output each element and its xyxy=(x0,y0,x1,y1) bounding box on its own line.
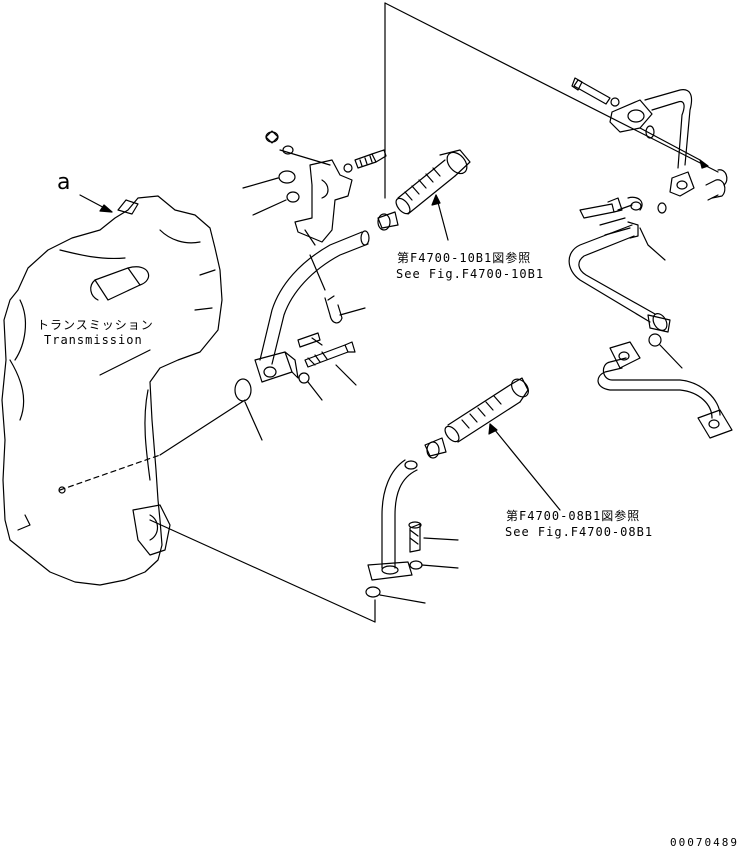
lower-pipe xyxy=(367,459,418,581)
transmission-leader xyxy=(99,349,151,376)
upper-hose xyxy=(377,149,471,241)
lower-hose xyxy=(424,377,561,511)
oring-left xyxy=(234,378,263,441)
pipe-flange-bolts xyxy=(297,332,357,401)
transmission-hidden-line xyxy=(59,454,161,491)
lower-right-pipe xyxy=(597,333,733,439)
transmission-housing xyxy=(1,195,223,586)
lower-hardware xyxy=(365,521,459,604)
ref-lower-jp: 第F4700-08B1図参照 xyxy=(506,509,641,523)
frame-lines xyxy=(149,2,719,623)
ref-upper-jp: 第F4700-10B1図参照 xyxy=(397,251,532,265)
pipe-clip xyxy=(324,295,366,324)
ref-upper-en: See Fig.F4700-10B1 xyxy=(396,267,545,281)
upper-bracket-assembly xyxy=(242,130,387,243)
ref-lower-en: See Fig.F4700-08B1 xyxy=(505,525,654,539)
upper-right-assembly xyxy=(571,77,728,201)
drawing-number: 00070489 xyxy=(670,836,739,849)
upper-pipe xyxy=(254,229,370,383)
oring-leader-line xyxy=(159,399,246,456)
transmission-label-jp: トランスミッション xyxy=(37,318,154,332)
transmission-label-en: Transmission xyxy=(44,333,143,347)
right-long-pipe xyxy=(568,196,671,333)
callout-a-label: a xyxy=(57,170,71,195)
callout-a-arrow xyxy=(79,194,113,213)
